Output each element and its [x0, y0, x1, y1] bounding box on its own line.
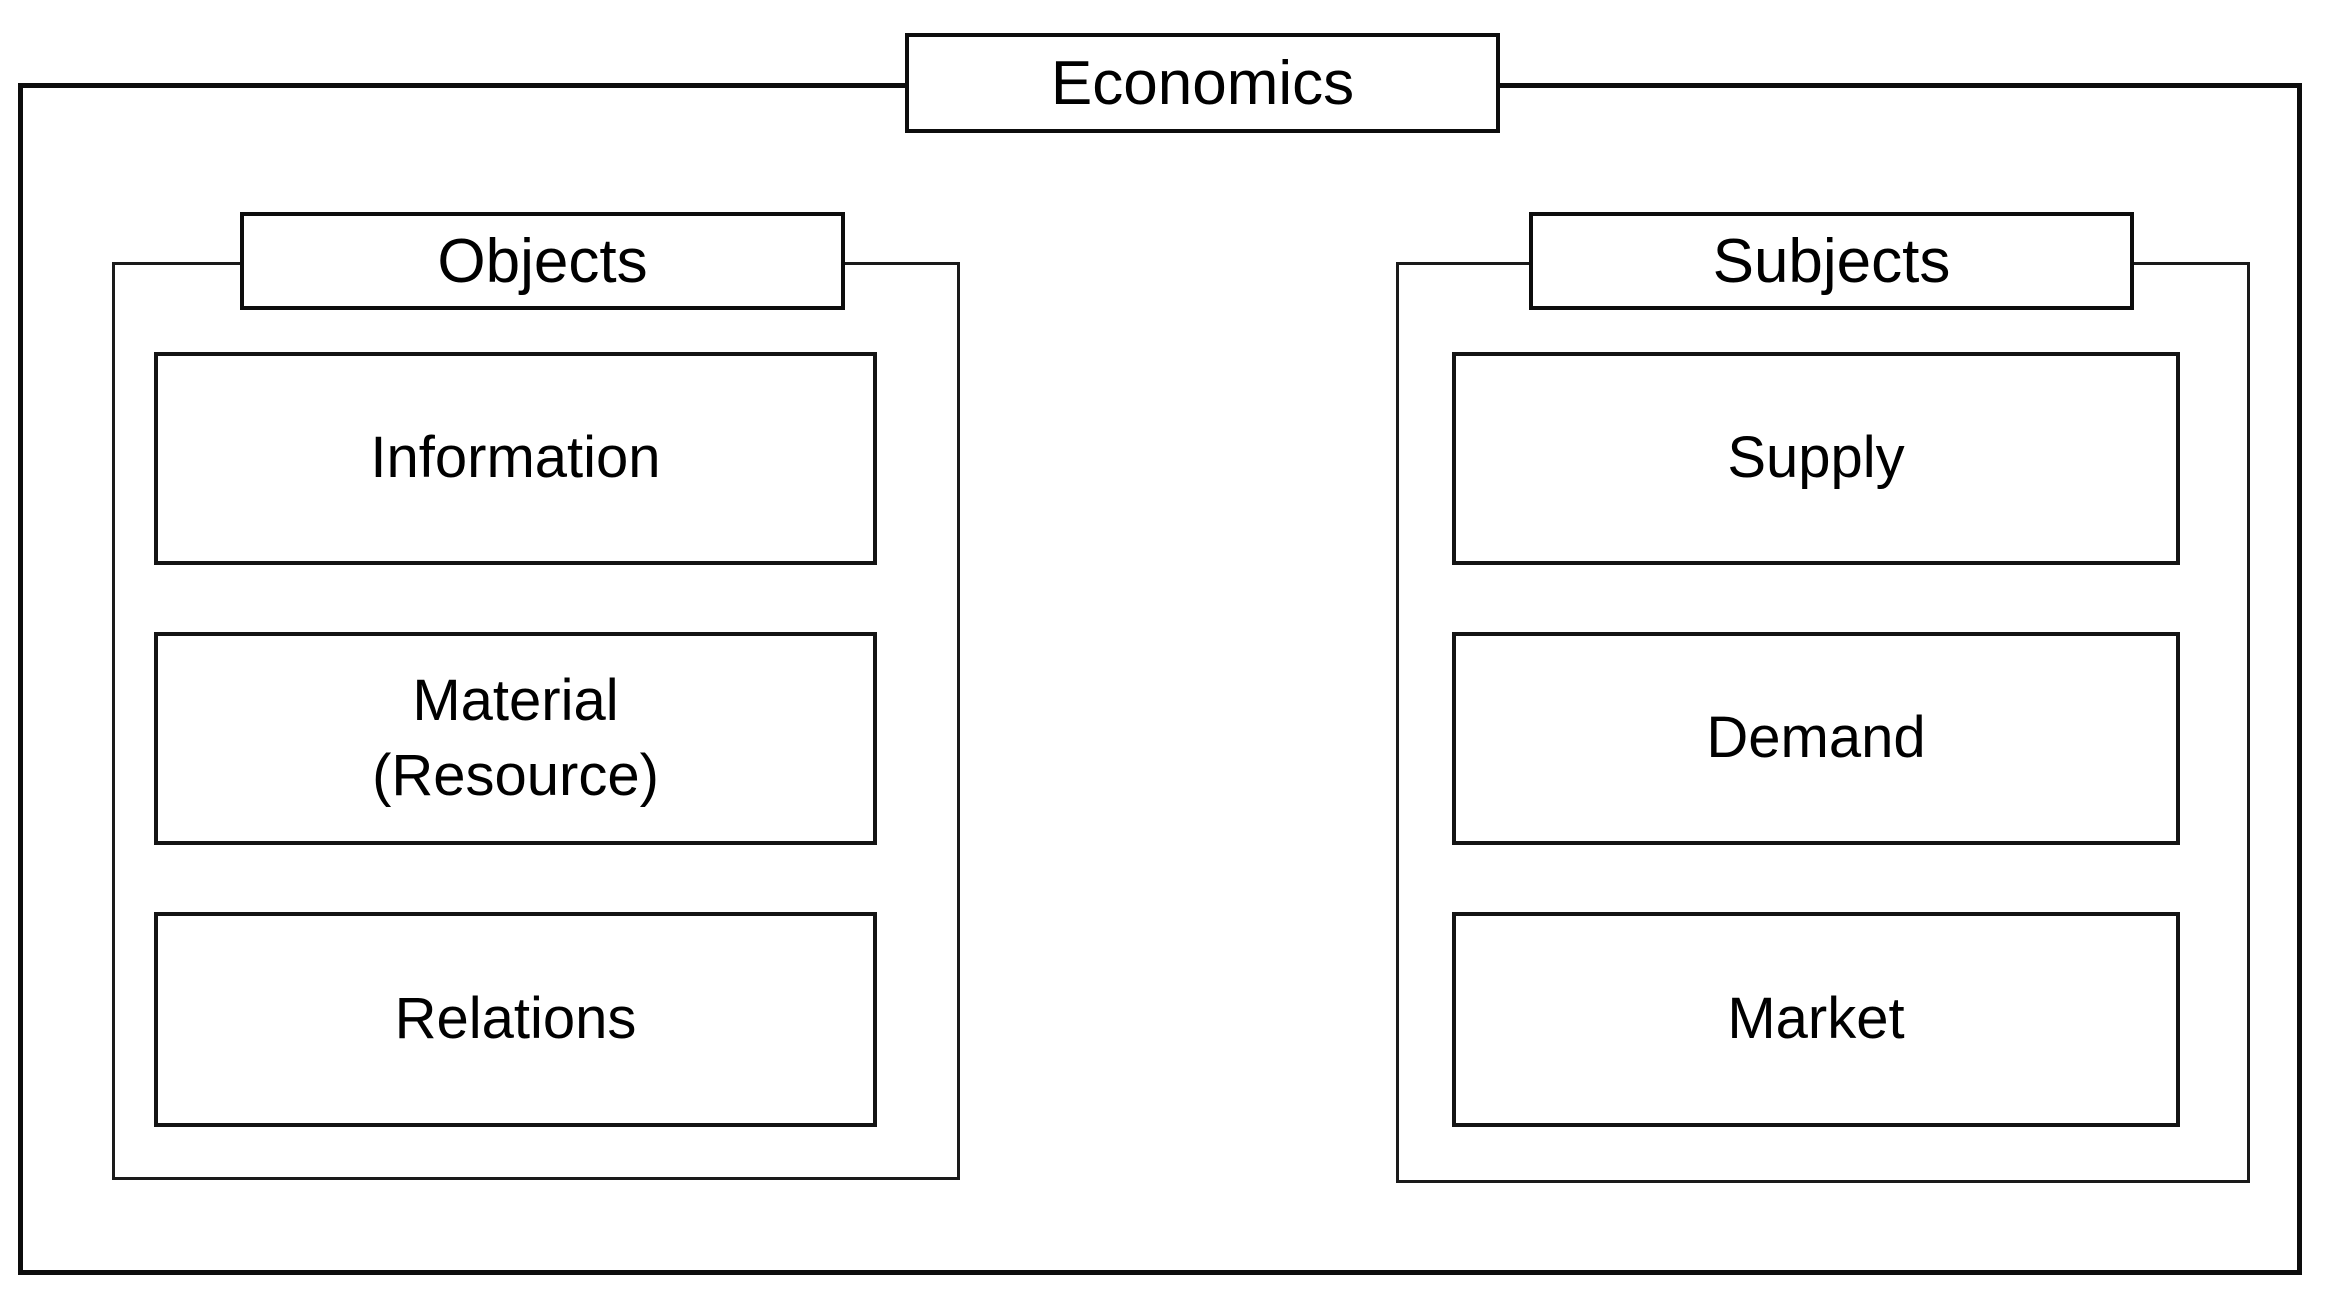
- item-relations: Relations: [154, 912, 877, 1127]
- economics-title-box: Economics: [905, 33, 1500, 133]
- item-supply: Supply: [1452, 352, 2180, 565]
- item-demand-label: Demand: [1706, 705, 1926, 771]
- item-demand: Demand: [1452, 632, 2180, 845]
- item-supply-label: Supply: [1727, 425, 1905, 491]
- item-information: Information: [154, 352, 877, 565]
- item-material-resource-label: Material (Resource): [372, 668, 659, 808]
- subjects-title-label: Subjects: [1712, 226, 1951, 296]
- item-information-label: Information: [370, 425, 661, 491]
- objects-title-label: Objects: [437, 226, 648, 296]
- item-material-resource: Material (Resource): [154, 632, 877, 845]
- economics-title-label: Economics: [1050, 48, 1355, 118]
- item-market-label: Market: [1727, 986, 1905, 1052]
- subjects-title-box: Subjects: [1529, 212, 2134, 310]
- item-market: Market: [1452, 912, 2180, 1127]
- item-relations-label: Relations: [394, 986, 637, 1052]
- objects-title-box: Objects: [240, 212, 845, 310]
